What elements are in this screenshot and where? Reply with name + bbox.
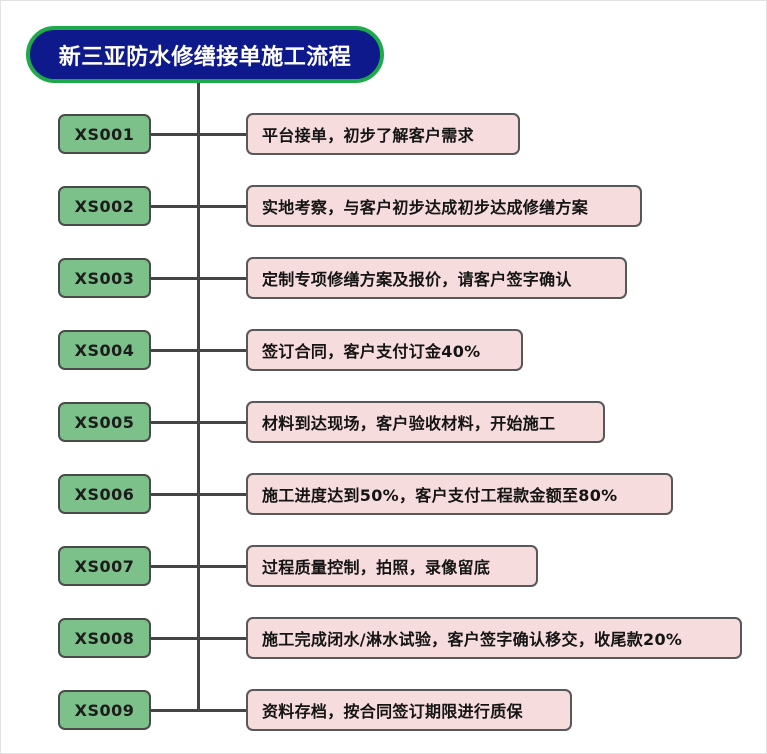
- step-code-label: XS001: [74, 124, 135, 144]
- trunk-line-vertical: [197, 83, 200, 710]
- connector-line: [151, 709, 246, 712]
- step-code-label: XS007: [74, 556, 135, 576]
- step-code-node[interactable]: XS006: [58, 474, 151, 514]
- step-code-node[interactable]: XS009: [58, 690, 151, 730]
- connector-line: [151, 493, 246, 496]
- step-description-node[interactable]: 资料存档，按合同签订期限进行质保: [246, 689, 572, 731]
- step-description-label: 定制专项修缮方案及报价，请客户签字确认: [262, 270, 572, 289]
- step-description-node[interactable]: 施工完成闭水/淋水试验，客户签字确认移交，收尾款20%: [246, 617, 742, 659]
- connector-line: [151, 205, 246, 208]
- step-code-label: XS009: [74, 700, 135, 720]
- step-code-label: XS005: [74, 412, 135, 432]
- step-description-label: 实地考察，与客户初步达成初步达成修缮方案: [262, 198, 589, 217]
- step-description-label: 平台接单，初步了解客户需求: [262, 126, 474, 145]
- step-code-node[interactable]: XS001: [58, 114, 151, 154]
- step-code-node[interactable]: XS008: [58, 618, 151, 658]
- step-code-label: XS003: [74, 268, 135, 288]
- connector-line: [151, 133, 246, 136]
- step-description-label: 材料到达现场，客户验收材料，开始施工: [262, 414, 556, 433]
- step-code-node[interactable]: XS005: [58, 402, 151, 442]
- step-description-node[interactable]: 平台接单，初步了解客户需求: [246, 113, 520, 155]
- step-description-label: 施工进度达到50%，客户支付工程款金额至80%: [262, 486, 618, 505]
- step-code-node[interactable]: XS002: [58, 186, 151, 226]
- step-code-label: XS008: [74, 628, 135, 648]
- step-description-node[interactable]: 过程质量控制，拍照，录像留底: [246, 545, 538, 587]
- step-description-node[interactable]: 定制专项修缮方案及报价，请客户签字确认: [246, 257, 627, 299]
- step-description-node[interactable]: 签订合同，客户支付订金40%: [246, 329, 523, 371]
- step-code-node[interactable]: XS004: [58, 330, 151, 370]
- flowchart-title-node: 新三亚防水修缮接单施工流程: [26, 26, 384, 83]
- step-description-label: 资料存档，按合同签订期限进行质保: [262, 702, 523, 721]
- step-description-label: 施工完成闭水/淋水试验，客户签字确认移交，收尾款20%: [262, 630, 683, 649]
- connector-line: [151, 565, 246, 568]
- step-description-label: 签订合同，客户支付订金40%: [262, 342, 481, 361]
- connector-line: [151, 637, 246, 640]
- page-title: 新三亚防水修缮接单施工流程: [58, 44, 352, 70]
- step-code-label: XS004: [74, 340, 135, 360]
- connector-line: [151, 349, 246, 352]
- step-description-label: 过程质量控制，拍照，录像留底: [262, 558, 491, 577]
- connector-line: [151, 421, 246, 424]
- step-code-node[interactable]: XS007: [58, 546, 151, 586]
- step-code-label: XS006: [74, 484, 135, 504]
- step-description-node[interactable]: 实地考察，与客户初步达成初步达成修缮方案: [246, 185, 642, 227]
- connector-line: [151, 277, 246, 280]
- step-code-label: XS002: [74, 196, 135, 216]
- step-description-node[interactable]: 施工进度达到50%，客户支付工程款金额至80%: [246, 473, 673, 515]
- step-description-node[interactable]: 材料到达现场，客户验收材料，开始施工: [246, 401, 605, 443]
- step-code-node[interactable]: XS003: [58, 258, 151, 298]
